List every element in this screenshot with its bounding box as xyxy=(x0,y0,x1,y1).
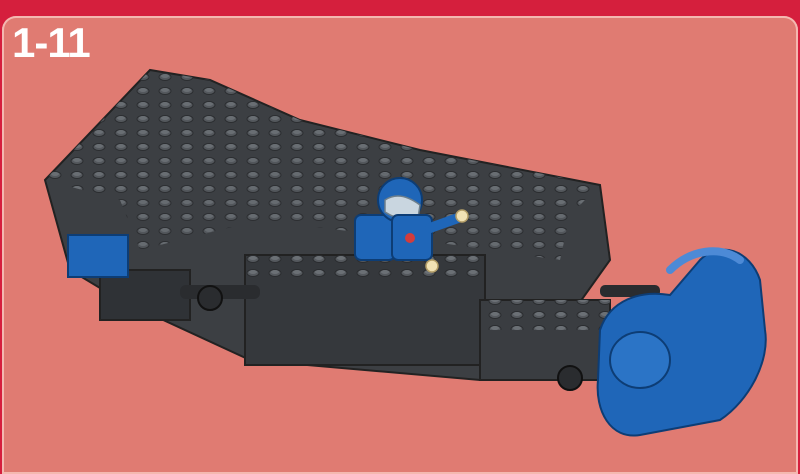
vehicle-body xyxy=(45,70,610,380)
blue-fender-piece xyxy=(598,250,766,436)
blue-side-brick xyxy=(68,235,128,277)
